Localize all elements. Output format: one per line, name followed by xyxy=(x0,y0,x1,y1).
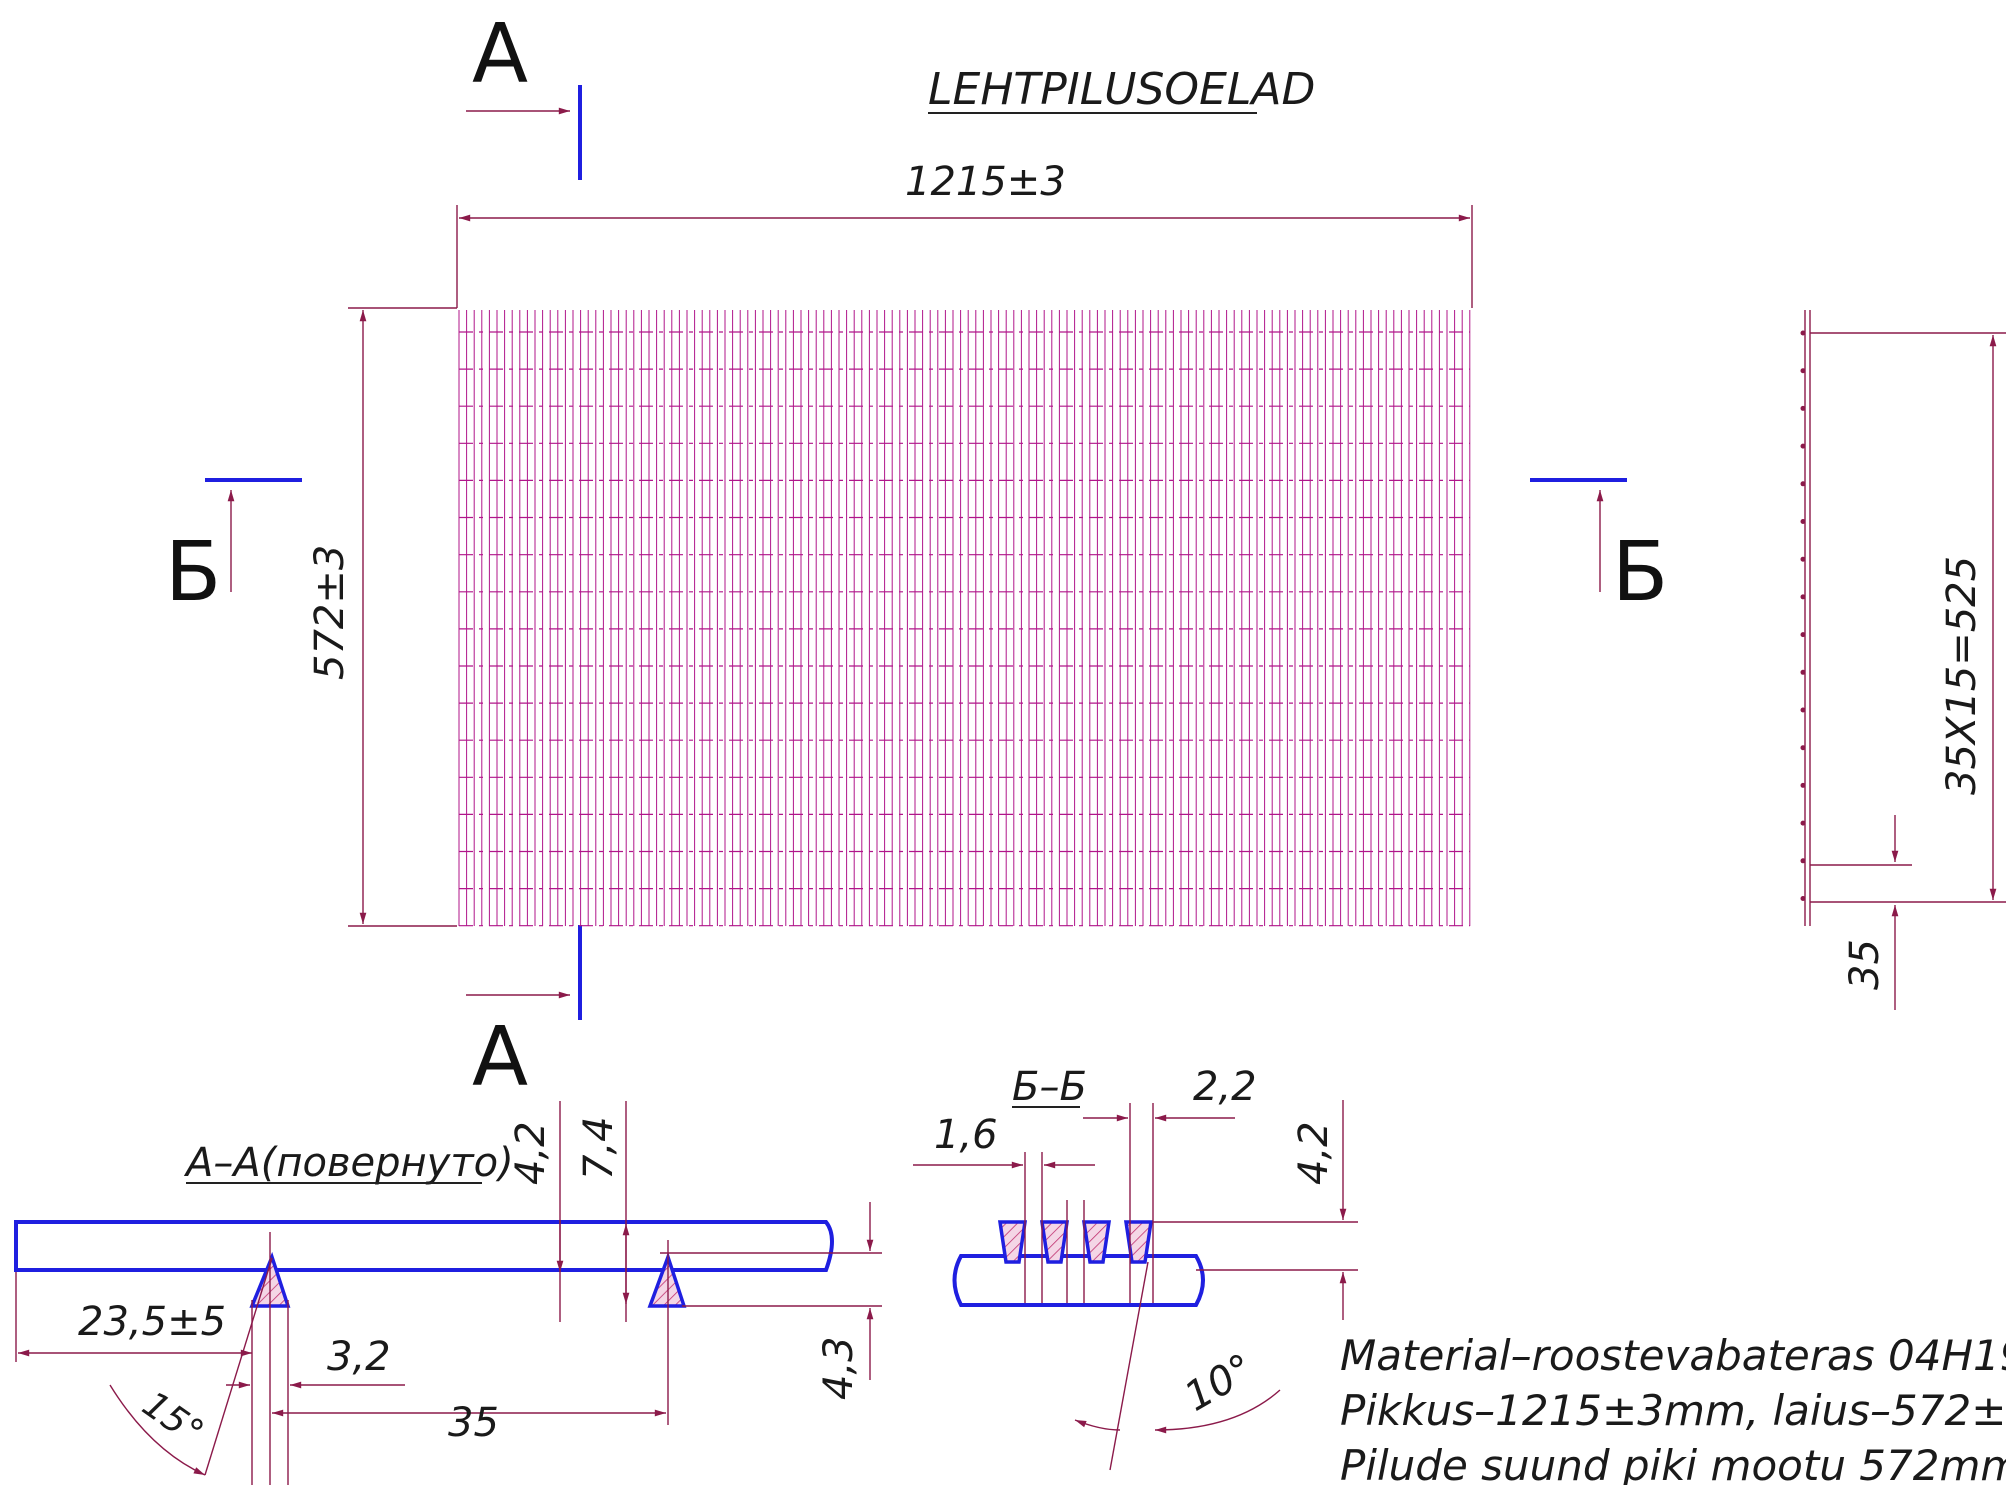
section-bb-profile xyxy=(952,1220,1205,1307)
slotted-panel-grid xyxy=(458,310,1471,927)
note-material: Material–roostevabateras 04H19N9, xyxy=(1340,1331,2006,1380)
section-letter-a-top: A xyxy=(472,7,528,102)
angle-15-label: 15° xyxy=(135,1384,211,1454)
height-4-2-label: 4,2 xyxy=(508,1121,554,1185)
section-letter-a-bottom: A xyxy=(472,1010,528,1105)
note-dimensions: Pikkus–1215±3mm, laius–572±3mm, pi xyxy=(1340,1386,2006,1435)
section-letter-b-right: Б xyxy=(1612,525,1668,620)
note-slot-direction: Pilude suund piki mootu 572mm, t=35 xyxy=(1340,1441,2006,1485)
slot-2-2-label: 2,2 xyxy=(1193,1064,1257,1110)
bar-spacing-label: 35 xyxy=(448,1400,499,1446)
pitch-label: 35 xyxy=(1842,939,1888,990)
section-bb-dimensions xyxy=(913,1100,1358,1471)
slot-1-6-label: 1,6 xyxy=(934,1112,998,1158)
angle-10-label: 10° xyxy=(1177,1345,1261,1420)
section-aa-title: A–A(повернуто) xyxy=(183,1140,514,1186)
drawing-title: LEHTPILUSOELAD xyxy=(928,64,1315,115)
bar-width-label: 3,2 xyxy=(327,1334,391,1380)
side-view xyxy=(1800,310,2006,1010)
offset-dimension-label: 23,5±5 xyxy=(78,1299,226,1345)
section-aa-dimensions xyxy=(15,1101,882,1485)
section-letter-b-left: Б xyxy=(165,525,221,620)
length-dimension-label: 1215±3 xyxy=(905,159,1066,205)
height-bb-label: 4,2 xyxy=(1291,1121,1337,1185)
height-7-4-label: 7,4 xyxy=(576,1116,622,1180)
pitch-total-label: 35X15=525 xyxy=(1939,556,1985,795)
side-view-slot-marks xyxy=(1800,330,1806,901)
width-dimension-label: 572±3 xyxy=(307,545,353,680)
section-bb-title: Б–Б xyxy=(1012,1064,1087,1110)
section-aa-profile xyxy=(14,1220,834,1308)
height-4-3-label: 4,3 xyxy=(816,1336,862,1400)
